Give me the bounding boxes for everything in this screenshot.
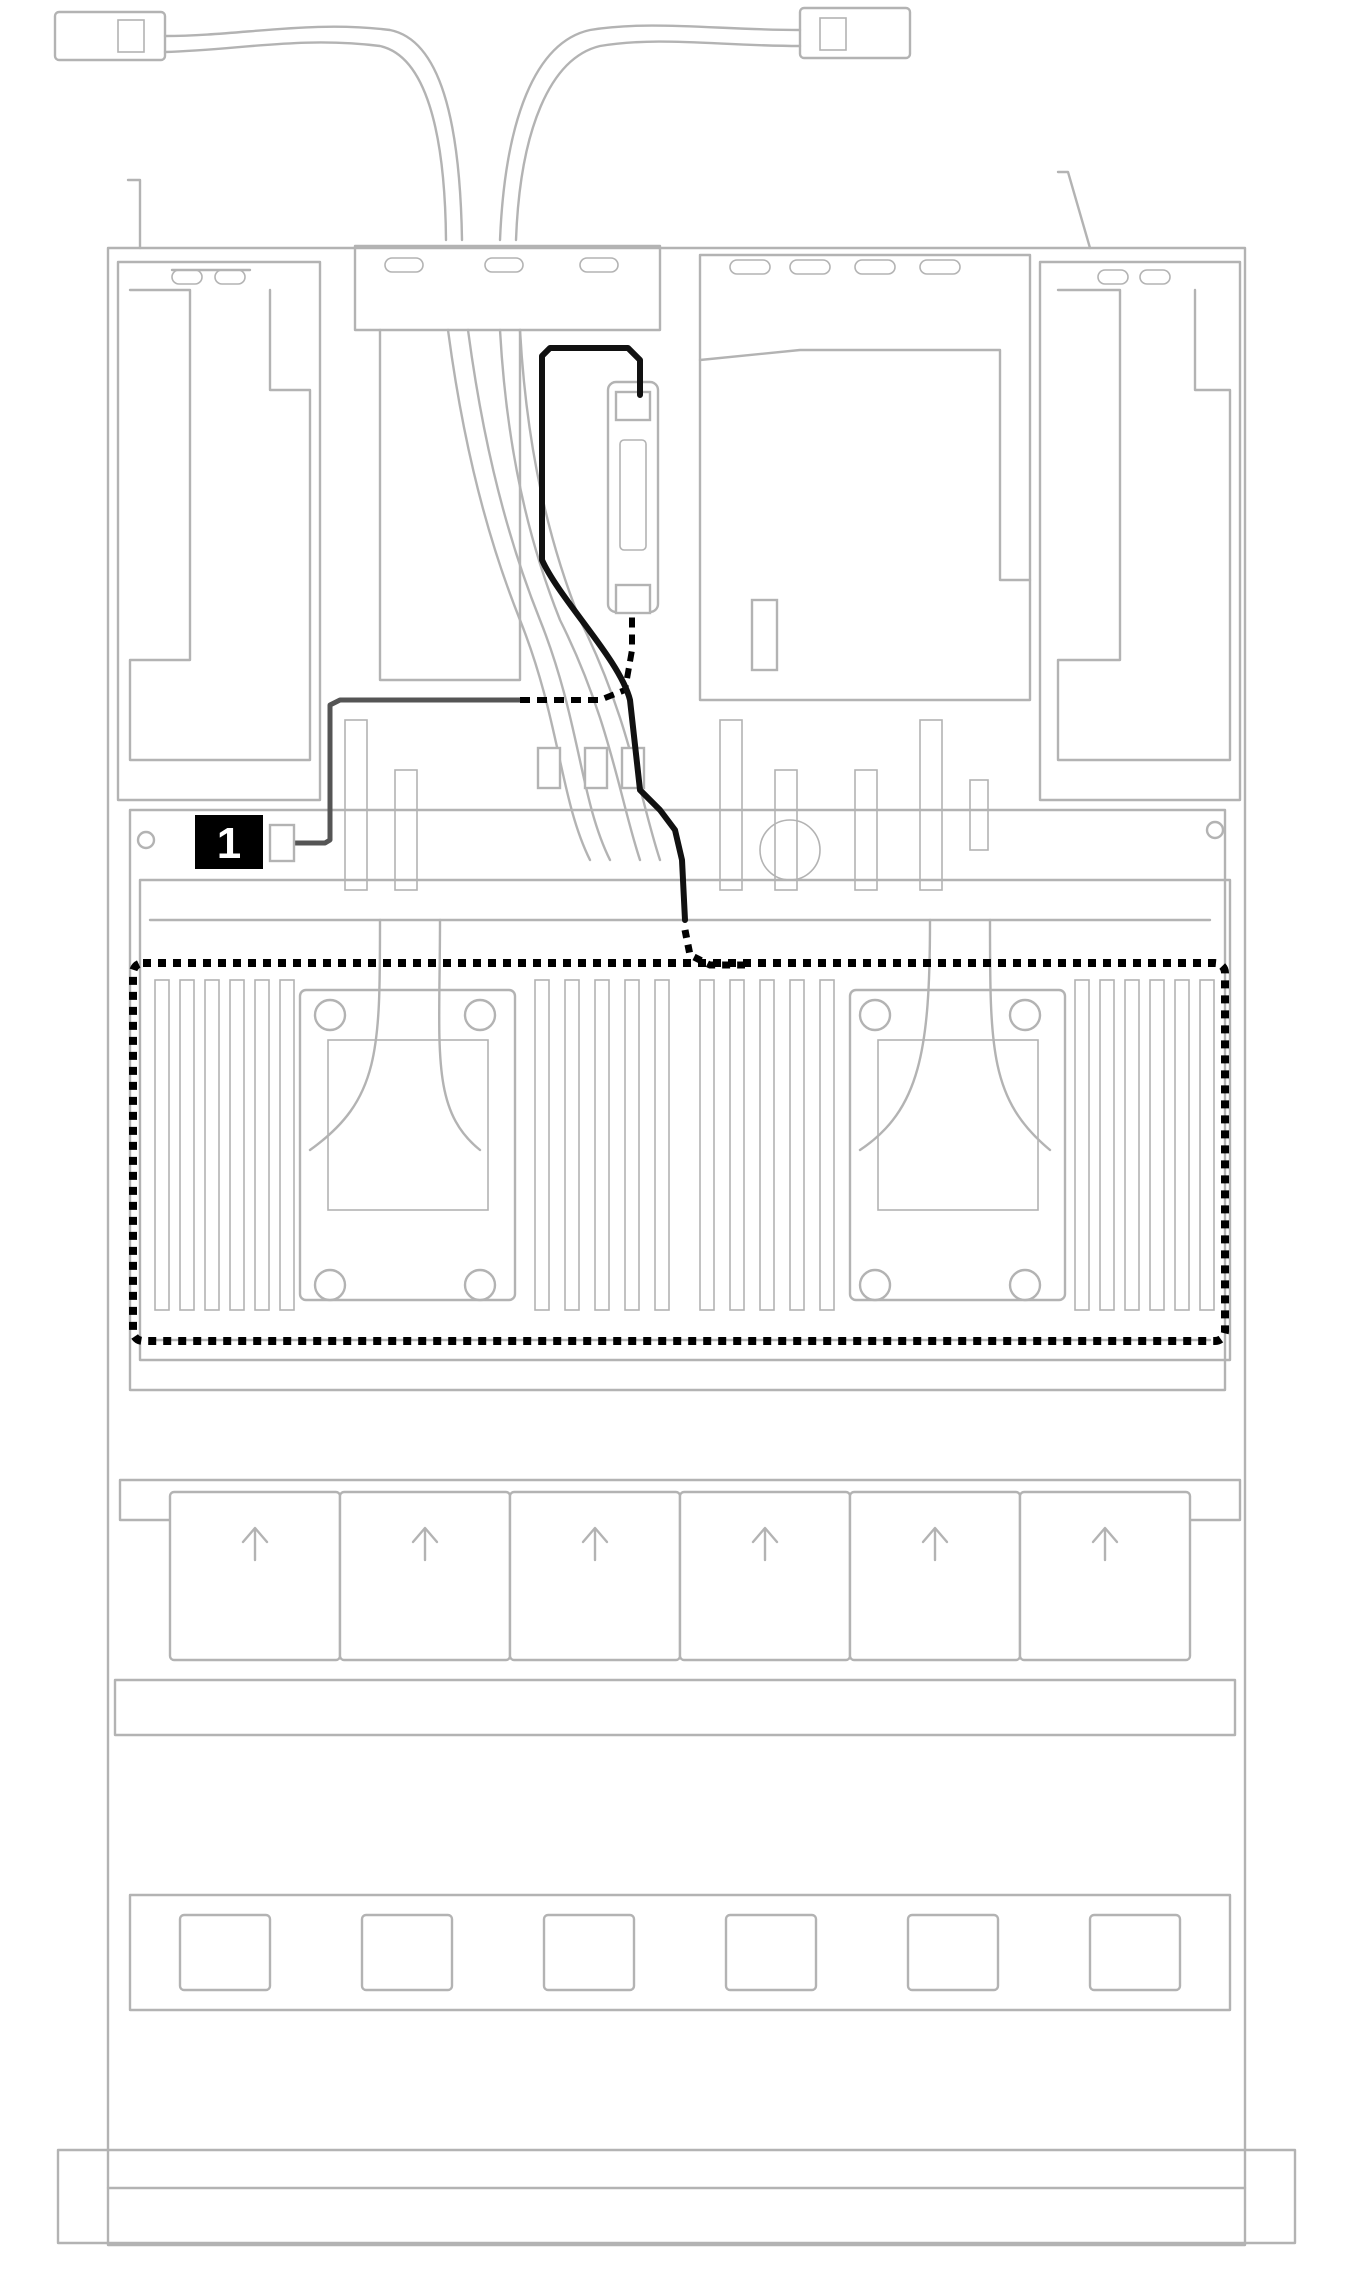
signal-cable-secondary bbox=[295, 697, 520, 846]
connector-icon bbox=[268, 823, 296, 863]
processor-socket-1 bbox=[298, 988, 517, 1302]
drive-bay-latches bbox=[128, 1893, 1232, 2012]
middle-riser-bracket bbox=[353, 244, 1032, 702]
connector-icon bbox=[614, 390, 652, 422]
cable-route-hidden-segment bbox=[520, 615, 635, 703]
motherboard-slots bbox=[128, 719, 1227, 1392]
fan-modules bbox=[168, 1490, 1192, 1662]
connector-module bbox=[606, 380, 660, 615]
callout-1-label: 1 bbox=[217, 819, 241, 868]
external-cables bbox=[53, 6, 912, 242]
callout-1-box bbox=[195, 815, 263, 869]
highlighted-dimm-region bbox=[129, 959, 1229, 1345]
processor-socket-2 bbox=[848, 988, 1067, 1302]
chassis bbox=[56, 170, 1297, 2247]
right-riser-cage bbox=[1038, 260, 1242, 802]
fan-cage bbox=[113, 1478, 1242, 1737]
signal-cable-primary bbox=[539, 345, 688, 923]
screw-icon bbox=[136, 830, 156, 850]
airflow-arrow-icon bbox=[241, 1526, 1119, 1562]
processor-dimm-region bbox=[138, 878, 1232, 1362]
left-riser-cage bbox=[116, 260, 322, 802]
callout-1: 1 bbox=[195, 815, 296, 869]
